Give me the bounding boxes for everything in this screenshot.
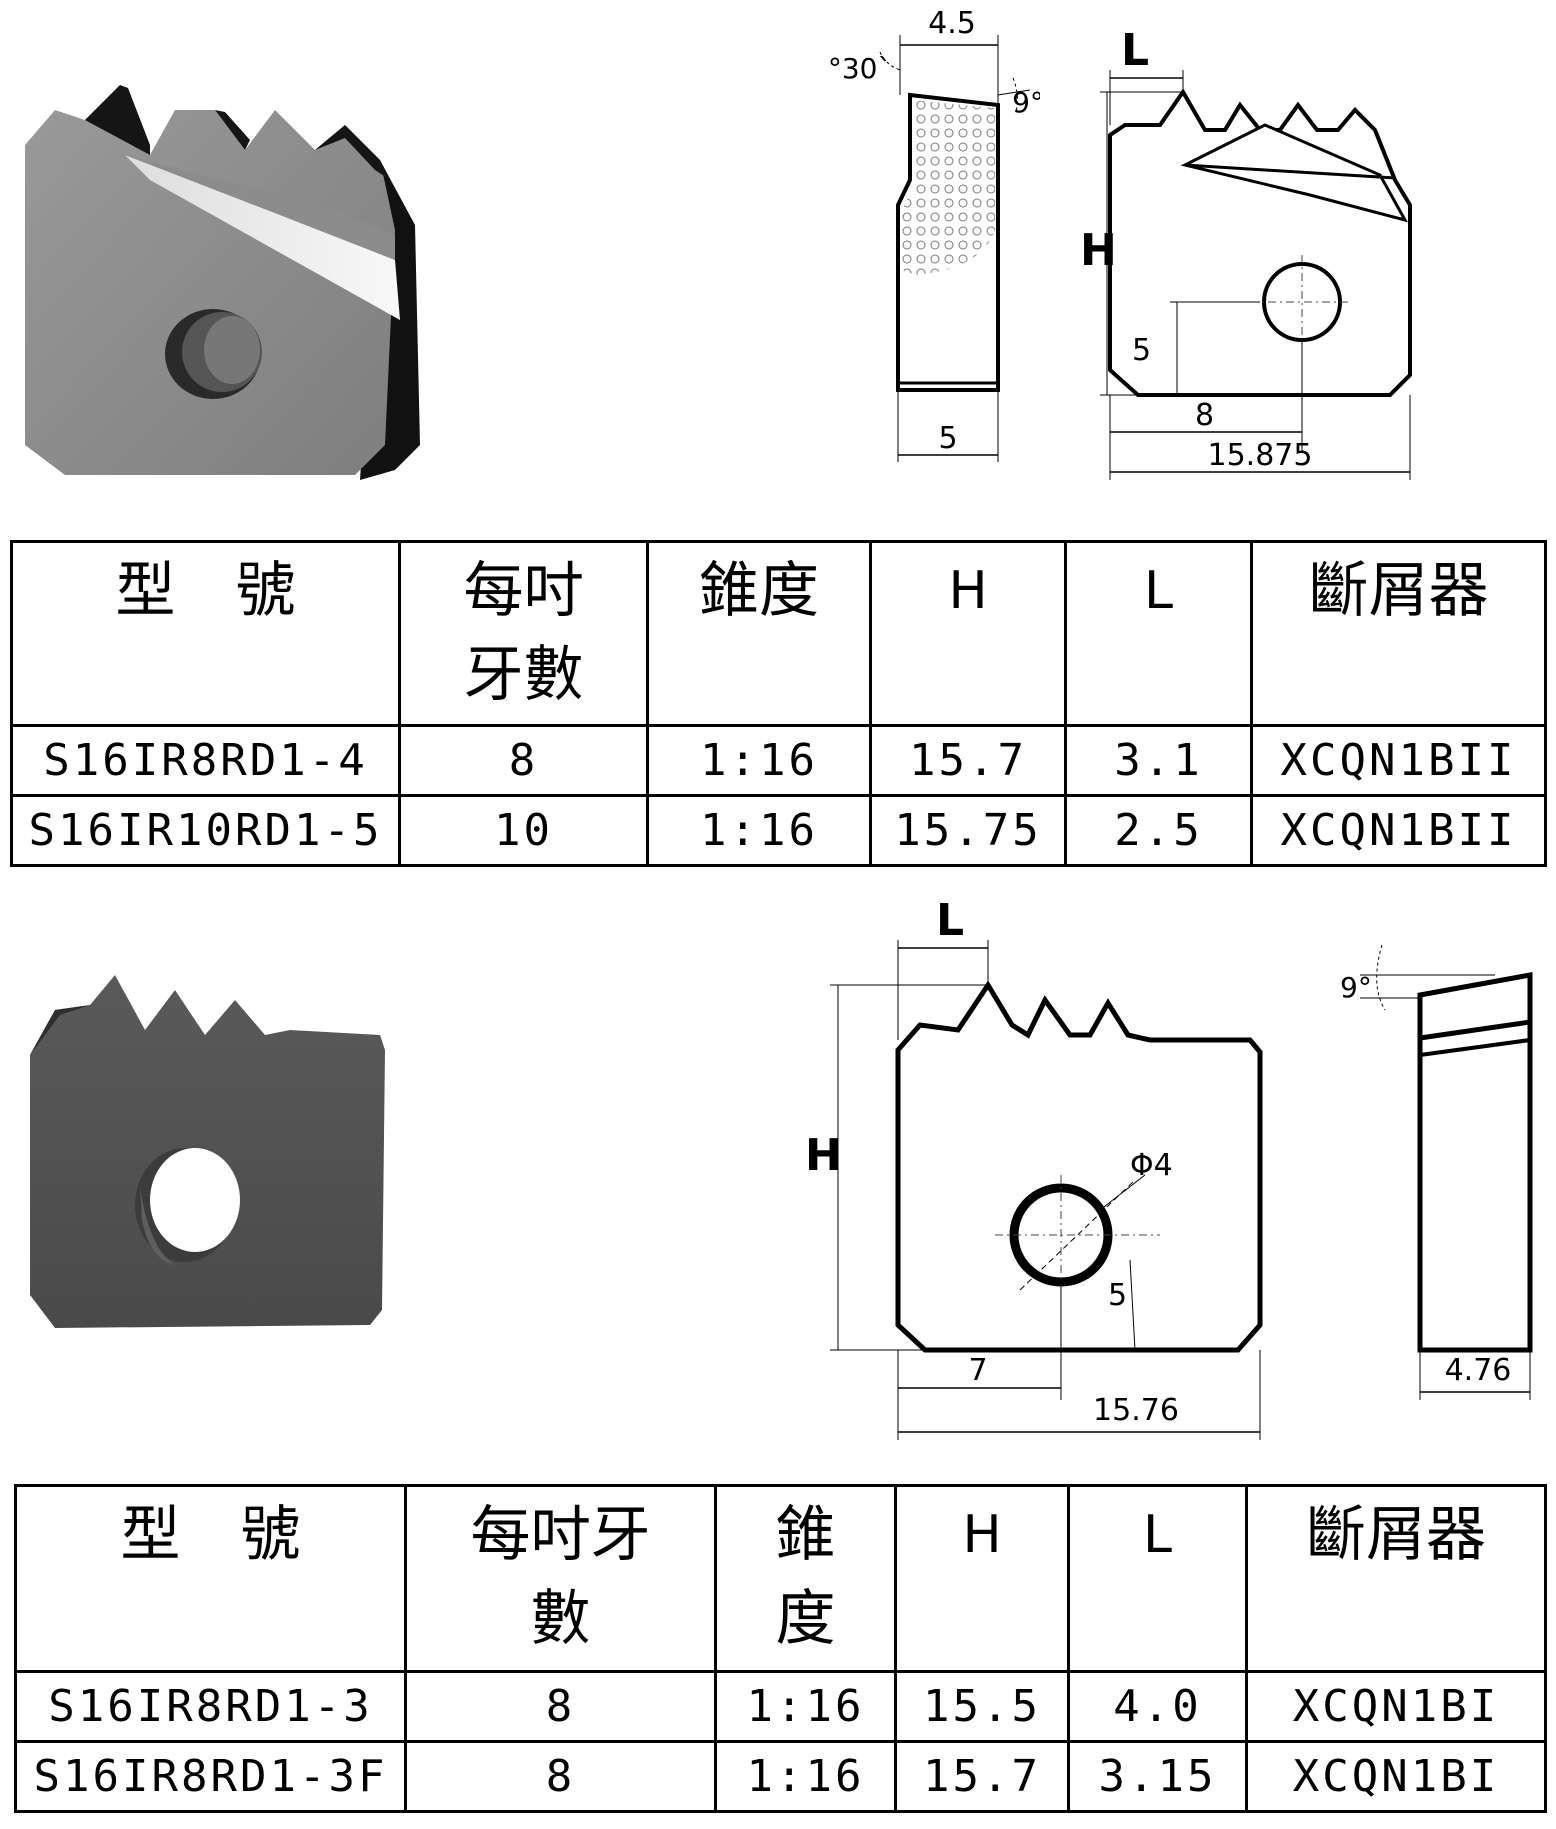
header-tpi-text: 每吋 牙數	[463, 556, 584, 710]
cell-model: S16IR8RD1-4	[10, 724, 401, 797]
cell-tpi: 10	[398, 794, 649, 867]
side-top-width-dim: 4.5	[928, 6, 976, 41]
side-view-drawing-2: 9° 4.76	[1340, 944, 1533, 1400]
tooth-pitch-label: L	[936, 895, 964, 946]
header-taper: 錐 度	[714, 1484, 897, 1673]
hole-offset-dim: 8	[1195, 398, 1214, 433]
hole-height-dim: 5	[1132, 333, 1151, 368]
hole-height-dim: 5	[1108, 1278, 1127, 1313]
table-row: S16IR8RD1-4 8 1:16 15.7 3.1 XCQN1BII	[10, 724, 1547, 797]
hole-diameter-dim: Φ4	[1130, 1148, 1173, 1183]
total-width-dim: 15.875	[1208, 438, 1313, 473]
cell-h: 15.75	[869, 794, 1067, 867]
tooth-pitch-label: L	[1121, 25, 1149, 76]
table-header-row: 型 號 每吋 牙數 錐度 H L 斷屑器	[10, 540, 1547, 727]
header-tpi-text: 每吋牙 數	[470, 1500, 651, 1654]
cell-tpi: 8	[404, 1670, 717, 1743]
header-taper: 錐度	[646, 540, 872, 727]
header-tpi: 每吋 牙數	[398, 540, 649, 727]
cell-l: 4.0	[1067, 1670, 1248, 1743]
cell-h: 15.5	[894, 1670, 1070, 1743]
header-h: H	[869, 540, 1067, 727]
spec-table-1: 型 號 每吋 牙數 錐度 H L 斷屑器 S16IR8RD1-4 8 1:16 …	[10, 540, 1547, 867]
header-chipbreaker: 斷屑器	[1245, 1484, 1547, 1673]
cell-taper: 1:16	[714, 1740, 897, 1813]
header-model: 型 號	[10, 540, 401, 727]
table-row: S16IR10RD1-5 10 1:16 15.75 2.5 XCQN1BII	[10, 794, 1547, 867]
table-row: S16IR8RD1-3 8 1:16 15.5 4.0 XCQN1BI	[14, 1670, 1547, 1743]
front-view-drawing-2: L H Φ4 5 7 15.76	[805, 895, 1263, 1440]
thickness-dim: 4.76	[1445, 1353, 1512, 1388]
header-model: 型 號	[14, 1484, 407, 1673]
header-taper-text: 錐 度	[775, 1500, 836, 1654]
cell-tpi: 8	[398, 724, 649, 797]
cell-taper: 1:16	[646, 724, 872, 797]
cell-l: 3.15	[1067, 1740, 1248, 1813]
table-header-row: 型 號 每吋牙 數 錐 度 H L 斷屑器	[14, 1484, 1547, 1673]
cell-model: S16IR8RD1-3F	[14, 1740, 407, 1813]
cell-taper: 1:16	[714, 1670, 897, 1743]
table-row: S16IR8RD1-3F 8 1:16 15.7 3.15 XCQN1BI	[14, 1740, 1547, 1813]
total-width-dim: 15.76	[1093, 1393, 1179, 1428]
cell-chipbreaker: XCQN1BI	[1245, 1670, 1547, 1743]
side-bottom-width-dim: 5	[938, 421, 957, 456]
insert-3d-render-1	[25, 85, 420, 480]
side-view-drawing-1: 4.5 3°30` 9° 5	[830, 6, 1040, 462]
cell-h: 15.7	[869, 724, 1067, 797]
cell-tpi: 8	[404, 1740, 717, 1813]
hole-offset-dim: 7	[968, 1353, 987, 1388]
cell-l: 2.5	[1064, 794, 1253, 867]
header-l: L	[1064, 540, 1253, 727]
cell-model: S16IR10RD1-5	[10, 794, 401, 867]
relief-angle-dim: 3°30`	[830, 52, 891, 85]
header-h: H	[894, 1484, 1070, 1673]
insert-3d-render-2	[30, 975, 385, 1328]
header-tpi: 每吋牙 數	[404, 1484, 717, 1673]
header-chipbreaker: 斷屑器	[1250, 540, 1547, 727]
cell-h: 15.7	[894, 1740, 1070, 1813]
height-label: H	[805, 1130, 842, 1181]
cell-taper: 1:16	[646, 794, 872, 867]
header-l: L	[1067, 1484, 1248, 1673]
cell-chipbreaker: XCQN1BII	[1250, 794, 1547, 867]
rake-angle-dim: 9°	[1340, 971, 1372, 1004]
cell-chipbreaker: XCQN1BI	[1245, 1740, 1547, 1813]
rake-angle-dim: 9°	[1012, 86, 1040, 119]
cell-l: 3.1	[1064, 724, 1253, 797]
cell-chipbreaker: XCQN1BII	[1250, 724, 1547, 797]
front-view-drawing-1: L H 5 8 15.875	[1080, 25, 1412, 480]
height-label: H	[1080, 225, 1117, 276]
cell-model: S16IR8RD1-3	[14, 1670, 407, 1743]
spec-table-2: 型 號 每吋牙 數 錐 度 H L 斷屑器 S16IR8RD1-3 8 1:16…	[14, 1484, 1547, 1813]
